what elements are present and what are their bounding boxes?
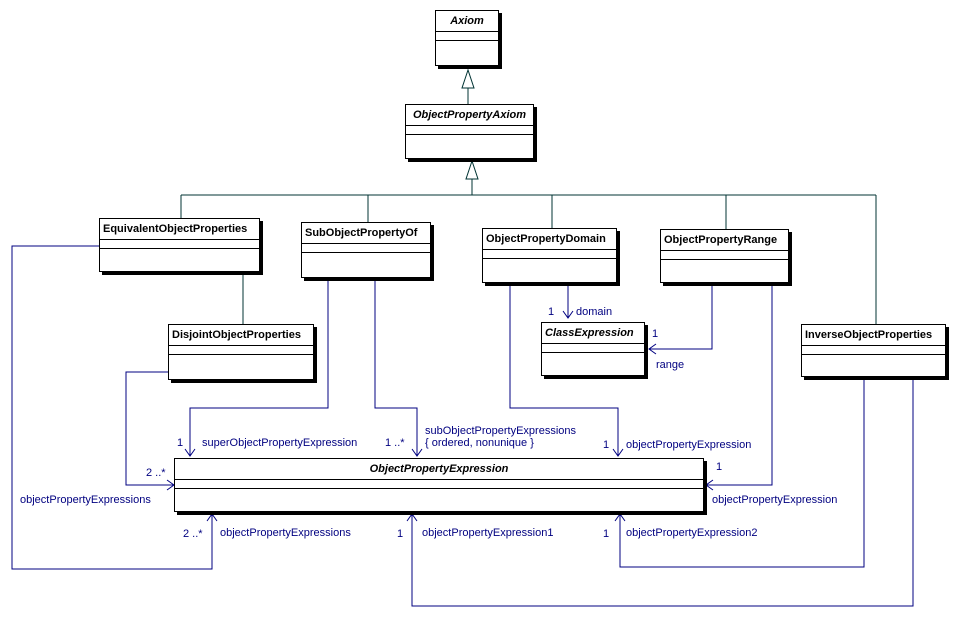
class-equivalent-object-properties[interactable]: EquivalentObjectProperties: [99, 218, 260, 272]
association-inverse1-line: [411, 378, 914, 607]
class-object-property-expression[interactable]: ObjectPropertyExpression: [174, 458, 704, 512]
class-object-property-range[interactable]: ObjectPropertyRange: [660, 229, 789, 283]
association-super-line: [189, 280, 329, 456]
class-name: ObjectPropertyAxiom: [406, 105, 533, 126]
generalization-opa-arrowhead: [465, 159, 479, 180]
attributes-compartment: [436, 32, 498, 41]
range-ope-role-label: objectPropertyExpression: [712, 494, 838, 506]
class-axiom[interactable]: Axiom: [435, 10, 499, 66]
association-disjoint-line: [125, 371, 174, 486]
class-name: Axiom: [436, 11, 498, 32]
association-super-arrowhead: [184, 448, 196, 457]
association-range-ope-arrowhead: [705, 479, 714, 491]
association-inverse2-arrowhead: [614, 513, 626, 522]
class-name: ObjectPropertyDomain: [483, 229, 616, 250]
class-name: EquivalentObjectProperties: [100, 219, 259, 240]
association-sub-line: [374, 280, 418, 456]
attributes-compartment: [542, 344, 644, 353]
attributes-compartment: [802, 346, 945, 355]
range-multiplicity: 1: [652, 328, 659, 340]
class-name: InverseObjectProperties: [802, 325, 945, 346]
inverse2-multiplicity: 1: [603, 528, 610, 540]
domain-role-label: domain: [576, 306, 613, 318]
super-role-label: superObjectPropertyExpression: [202, 437, 358, 449]
sub-multiplicity: 1 ..*: [385, 437, 405, 449]
association-equiv-line: [11, 245, 213, 570]
attributes-compartment: [100, 240, 259, 249]
disjoint-multiplicity: 2 ..*: [146, 467, 166, 479]
super-multiplicity: 1: [177, 437, 184, 449]
class-sub-object-property-of[interactable]: SubObjectPropertyOf: [301, 222, 431, 278]
sub-role-label: subObjectPropertyExpressions: [425, 425, 577, 437]
domain-ope-multiplicity: 1: [603, 439, 610, 451]
equiv-role-label: objectPropertyExpressions: [220, 527, 351, 539]
attributes-compartment: [302, 244, 430, 253]
association-domain-ope-arrowhead: [612, 448, 624, 457]
inverse1-role-label: objectPropertyExpression1: [422, 527, 554, 539]
range-role-label: range: [656, 359, 685, 371]
domain-multiplicity: 1: [548, 306, 555, 318]
equiv-multiplicity: 2 ..*: [183, 528, 203, 540]
class-name: ClassExpression: [542, 323, 644, 344]
attributes-compartment: [175, 480, 703, 489]
association-domain-ope-line: [509, 285, 619, 456]
class-inverse-object-properties[interactable]: InverseObjectProperties: [801, 324, 946, 377]
class-disjoint-object-properties[interactable]: DisjointObjectProperties: [168, 324, 314, 380]
association-inverse2-line: [619, 378, 865, 568]
association-range-line: [649, 285, 713, 350]
association-inverse1-arrowhead: [406, 513, 418, 522]
class-name: ObjectPropertyRange: [661, 230, 788, 251]
association-range-ope-line: [706, 285, 773, 486]
generalization-axiom-arrowhead: [461, 68, 475, 89]
association-equiv-arrowhead: [206, 513, 218, 522]
attributes-compartment: [483, 250, 616, 259]
inverse1-multiplicity: 1: [397, 528, 404, 540]
inverse2-role-label: objectPropertyExpression2: [626, 527, 758, 539]
disjoint-role-label: objectPropertyExpressions: [20, 494, 151, 506]
sub-constraint-label: { ordered, nonunique }: [425, 437, 534, 449]
class-object-property-domain[interactable]: ObjectPropertyDomain: [482, 228, 617, 283]
class-name: DisjointObjectProperties: [169, 325, 313, 346]
class-object-property-axiom[interactable]: ObjectPropertyAxiom: [405, 104, 534, 159]
association-range-arrowhead: [648, 343, 657, 355]
association-domain-arrowhead: [562, 310, 574, 319]
domain-ope-role-label: objectPropertyExpression: [626, 439, 752, 451]
attributes-compartment: [406, 126, 533, 135]
attributes-compartment: [169, 346, 313, 355]
class-name: SubObjectPropertyOf: [302, 223, 430, 244]
attributes-compartment: [661, 251, 788, 260]
class-name: ObjectPropertyExpression: [175, 459, 703, 480]
range-ope-multiplicity: 1: [716, 461, 723, 473]
association-sub-arrowhead: [411, 448, 423, 457]
class-class-expression[interactable]: ClassExpression: [541, 322, 645, 376]
